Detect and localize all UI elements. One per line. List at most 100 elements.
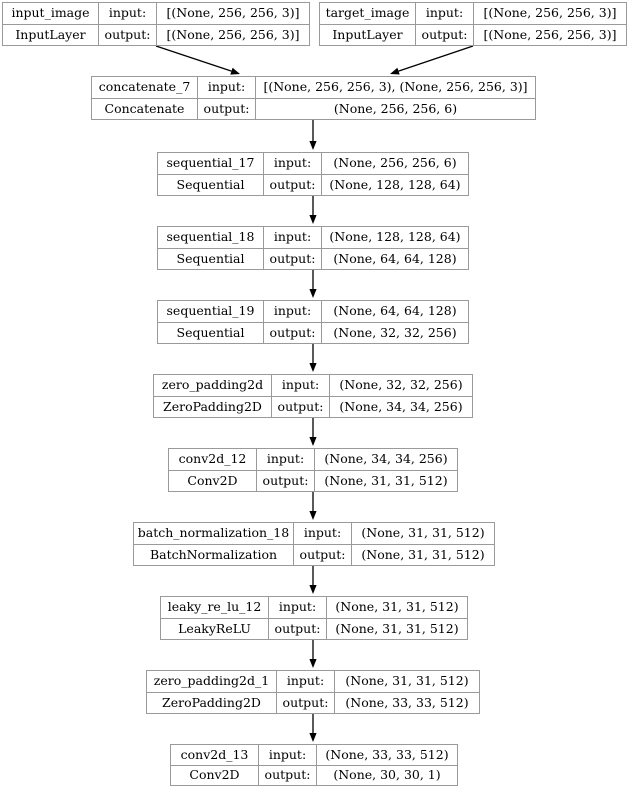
edge-leaky_re_lu_12-to-zero_padding2d_1	[309, 640, 317, 668]
node-output-shape: [(None, 256, 256, 3)]	[483, 26, 617, 42]
node-layer-name: batch_normalization_18	[134, 523, 294, 544]
node-output-shape: (None, 32, 32, 256)	[333, 324, 457, 340]
node-layer-type: Concatenate	[92, 98, 198, 119]
node-input-label: input:	[269, 597, 327, 618]
edge-sequential_17-to-sequential_18	[309, 196, 317, 224]
node-input-label: input:	[272, 375, 330, 396]
edge-zero_padding2d_1-to-conv2d_13	[309, 714, 317, 742]
node-output-label: output:	[416, 24, 474, 45]
node-input-shape: (None, 128, 128, 64)	[329, 229, 461, 244]
node-layer-name: leaky_re_lu_12	[161, 597, 269, 618]
node-layer-type: Sequential	[158, 174, 264, 195]
edge-sequential_18-to-sequential_19	[309, 270, 317, 298]
node-layer-type: Conv2D	[171, 765, 259, 785]
node-output-label: output:	[269, 618, 327, 639]
node-layer-type: ZeroPadding2D	[147, 692, 277, 713]
node-output-shape: (None, 31, 31, 512)	[335, 620, 459, 636]
node-output-label: output:	[259, 765, 317, 785]
node-input-shape: (None, 31, 31, 512)	[335, 599, 459, 614]
node-output-label: output:	[264, 322, 322, 343]
node-layer-name: sequential_19	[158, 301, 264, 322]
node-input-label: input:	[99, 3, 157, 24]
node-output-label: output:	[294, 544, 352, 565]
node-output-label: output:	[272, 396, 330, 417]
node-layer-type: ZeroPadding2D	[154, 396, 272, 417]
node-input-label: input:	[264, 227, 322, 248]
node-layer-name: sequential_17	[158, 153, 264, 174]
node-output-shape: (None, 128, 128, 64)	[329, 176, 461, 192]
node-output-label: output:	[198, 98, 256, 119]
node-output-label: output:	[277, 692, 335, 713]
node-output-shape: (None, 256, 256, 6)	[333, 100, 458, 116]
node-layer-type: Conv2D	[169, 470, 257, 491]
node-input-label: input:	[264, 153, 322, 174]
edge-concatenate_7-to-sequential_17	[309, 120, 317, 150]
edge-target_image-to-concatenate_7	[390, 45, 474, 75]
node-input-label: input:	[257, 449, 315, 470]
node-input-label: input:	[277, 671, 335, 692]
node-input-shape: (None, 64, 64, 128)	[333, 303, 457, 318]
edge-conv2d_12-to-batch_normalization_18	[309, 492, 317, 520]
node-layer-name: conv2d_12	[169, 449, 257, 470]
node-input-shape: (None, 256, 256, 6)	[333, 155, 457, 170]
node-output-label: output:	[99, 24, 157, 45]
node-layer-type: Sequential	[158, 322, 264, 343]
edge-input_image-to-concatenate_7	[155, 45, 240, 75]
node-input-label: input:	[198, 77, 256, 98]
node-output-shape: (None, 64, 64, 128)	[333, 250, 457, 266]
node-input-shape: (None, 31, 31, 512)	[361, 525, 485, 540]
node-input-shape: (None, 32, 32, 256)	[339, 377, 463, 392]
node-input-shape: (None, 34, 34, 256)	[324, 451, 448, 466]
node-output-shape: [(None, 256, 256, 3)]	[166, 26, 300, 42]
node-output-shape: (None, 33, 33, 512)	[345, 694, 469, 710]
node-layer-name: sequential_18	[158, 227, 264, 248]
node-output-label: output:	[257, 470, 315, 491]
edge-batch_normalization_18-to-leaky_re_lu_12	[309, 566, 317, 594]
edge-sequential_19-to-zero_padding2d	[309, 344, 317, 372]
edge-zero_padding2d-to-conv2d_12	[309, 418, 317, 446]
node-output-shape: (None, 30, 30, 1)	[333, 767, 441, 782]
node-output-label: output:	[264, 174, 322, 195]
node-input-shape: (None, 33, 33, 512)	[325, 746, 449, 762]
node-input-shape: [(None, 256, 256, 3)]	[483, 5, 617, 20]
node-layer-type: Sequential	[158, 248, 264, 269]
node-output-shape: (None, 31, 31, 512)	[361, 546, 485, 562]
node-layer-type: BatchNormalization	[134, 544, 294, 565]
node-layer-name: zero_padding2d_1	[147, 671, 277, 692]
node-layer-type: InputLayer	[3, 24, 99, 45]
node-input-shape: (None, 31, 31, 512)	[345, 673, 469, 688]
node-layer-name: concatenate_7	[92, 77, 198, 98]
node-input-shape: [(None, 256, 256, 3)]	[166, 5, 300, 20]
node-layer-type: LeakyReLU	[161, 618, 269, 639]
